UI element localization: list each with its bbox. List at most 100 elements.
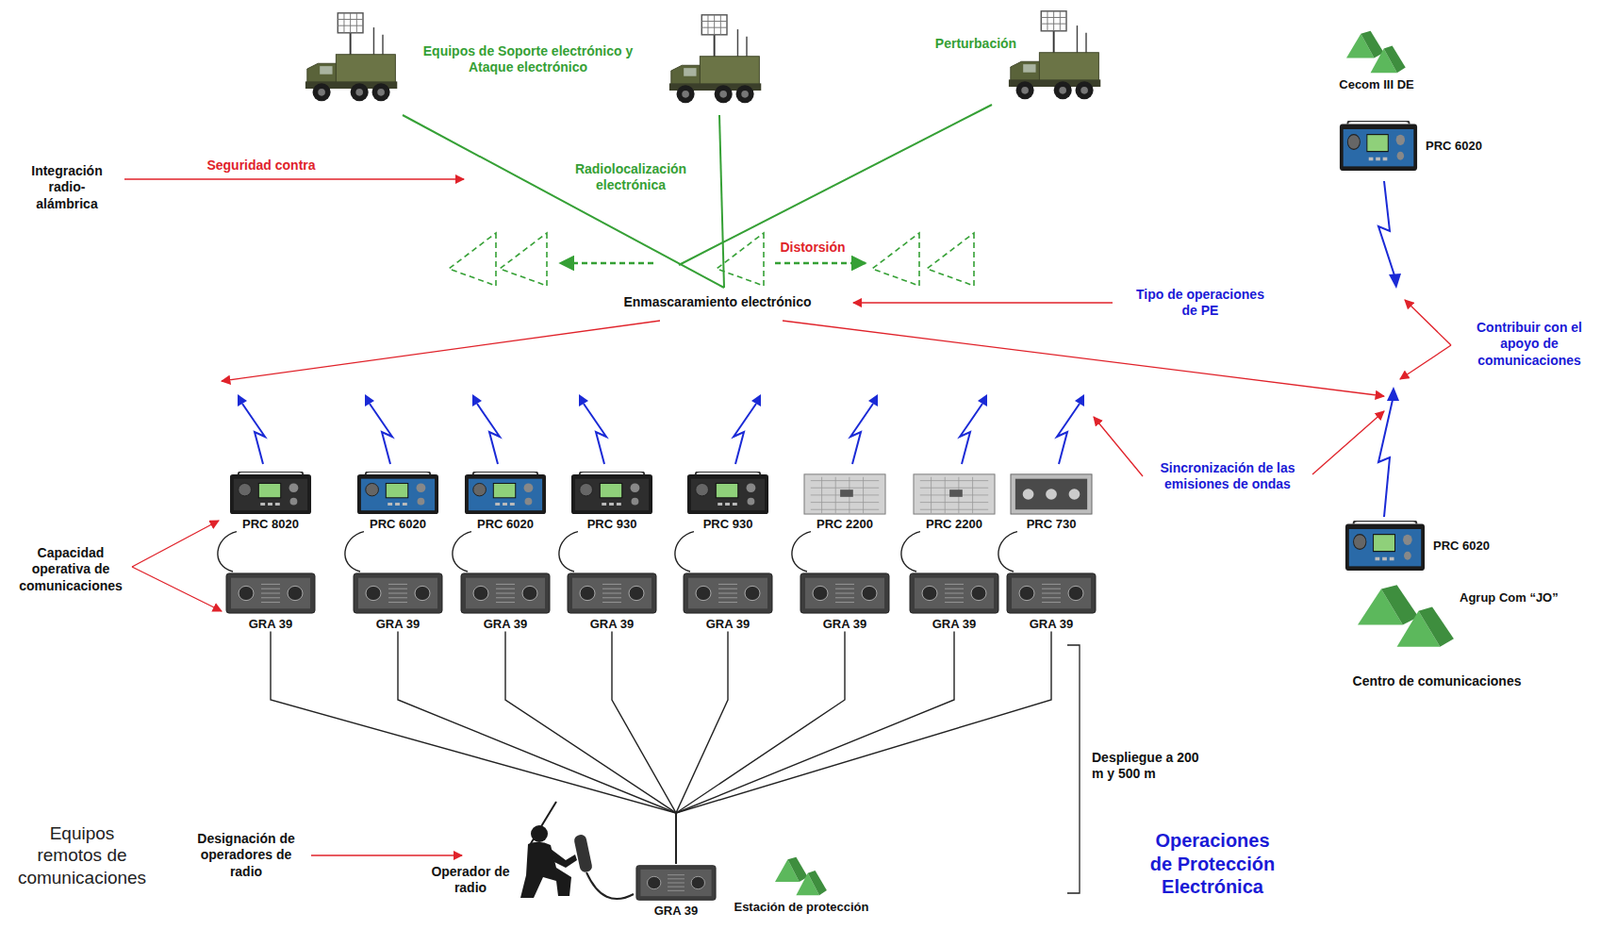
graphic-part (1403, 551, 1412, 561)
graphic-part (361, 478, 435, 512)
equipment-label: PRC 8020 (242, 516, 299, 532)
graphic-part (230, 577, 311, 610)
radio-icon (686, 471, 770, 515)
graphic-part (473, 585, 489, 600)
graphic-part (1374, 557, 1394, 561)
equipment-label: PRC 6020 (369, 516, 427, 532)
connector-line (791, 531, 811, 572)
graphic-part (402, 115, 725, 288)
graphic-part (131, 520, 219, 567)
graphic-part (1402, 534, 1413, 545)
connector-line (611, 631, 677, 864)
graphic-part (131, 566, 222, 611)
graphic-part (260, 502, 281, 506)
annotation-label: Distorsión (765, 239, 860, 256)
graphic-part (221, 320, 660, 381)
graphic-part (1396, 134, 1405, 146)
graphic-part (1041, 583, 1061, 602)
graphic-part (695, 471, 760, 475)
equipment-label: GRA 39 (932, 616, 976, 632)
graphic-part (913, 474, 995, 514)
graphic-part (1353, 534, 1367, 550)
graphic-part (678, 104, 992, 265)
graphic-part (448, 232, 974, 286)
graphic-part (520, 824, 578, 898)
annotation-label: Equipos de Soporte electrónico y Ataque … (400, 43, 656, 76)
graphic-part (579, 471, 644, 475)
graphic-part (461, 573, 550, 613)
graphic-part (357, 474, 439, 514)
graphic-part (468, 478, 543, 512)
graphic-part (810, 477, 879, 513)
radio-icon (908, 571, 1000, 615)
equipment-node: PRC 6020 (463, 471, 547, 532)
graphic-part (647, 875, 661, 889)
equipment-label: GRA 39 (706, 616, 750, 632)
graphic-part (640, 869, 711, 896)
graphic-part (238, 585, 254, 600)
graphic-part (1397, 151, 1404, 161)
equipment-label: PRC 930 (703, 516, 754, 532)
connector-line (998, 531, 1018, 572)
graphic-part (560, 262, 654, 264)
equipment-node: PRC 930 (686, 471, 770, 532)
graphic-part (717, 502, 738, 506)
tent-node: Cecom III DE (1338, 28, 1414, 93)
connector-line (901, 531, 921, 572)
graphic-part (520, 841, 572, 898)
annotation-label: Equipos remotos de comunicaciones (15, 822, 149, 889)
connector-line (676, 631, 1052, 864)
radio-icon (1009, 471, 1093, 515)
graphic-part (1404, 299, 1452, 346)
graphic-part (959, 394, 988, 464)
graphic-part (920, 477, 989, 513)
graphic-part (1386, 386, 1400, 401)
equipment-label: GRA 39 (1029, 616, 1073, 632)
equipment-node: PRC 6020 (1344, 520, 1490, 572)
graphic-part (628, 585, 644, 600)
equipment-label: Agrup Com “JO” (1459, 590, 1559, 606)
equipment-label: PRC 2200 (925, 516, 983, 532)
tent-node: Agrup Com “JO” (1357, 580, 1559, 651)
graphic-part (787, 857, 808, 882)
graphic-part (1015, 478, 1088, 511)
annotation-label: Seguridad contra (185, 157, 337, 174)
graphic-part (287, 585, 303, 600)
annotation-label: Capacidad operativa de comunicaciones (12, 544, 131, 594)
connector-line (397, 631, 677, 864)
graphic-part (800, 573, 890, 613)
graphic-part (1011, 577, 1091, 610)
graphic-part (1008, 11, 1101, 100)
graphic-part (804, 474, 886, 514)
graphic-part (695, 482, 710, 495)
graphic-part (719, 115, 725, 288)
graphic-part (473, 471, 538, 475)
graphic-part (944, 583, 964, 602)
graphic-part (464, 474, 546, 514)
annotation-label: Tipo de operaciones de PE (1129, 286, 1271, 319)
graphic-part (529, 801, 557, 845)
graphic-part (311, 854, 462, 856)
equipment-node: GRA 39 (908, 571, 1000, 632)
graphic-part (230, 474, 312, 514)
connector-line (675, 531, 694, 572)
equipment-label: GRA 39 (823, 616, 867, 632)
graphic-part (573, 833, 594, 874)
graphic-part (733, 394, 761, 464)
graphic-part (688, 577, 768, 610)
graphic-part (1367, 134, 1388, 152)
graphic-part (1378, 181, 1395, 276)
graphic-part (1384, 46, 1406, 74)
graphic-part (124, 178, 464, 180)
radio-icon (799, 571, 891, 615)
graphic-part (364, 394, 393, 464)
annotation-label: Operador de radio (427, 863, 514, 896)
graphic-part (1381, 584, 1419, 625)
graphic-part (1019, 585, 1035, 600)
graphic-part (715, 482, 738, 497)
graphic-part (493, 482, 515, 497)
graphic-part (853, 301, 1113, 303)
graphic-part (237, 394, 265, 464)
equipment-node: PRC 8020 (229, 471, 313, 532)
graphic-part (746, 482, 757, 493)
